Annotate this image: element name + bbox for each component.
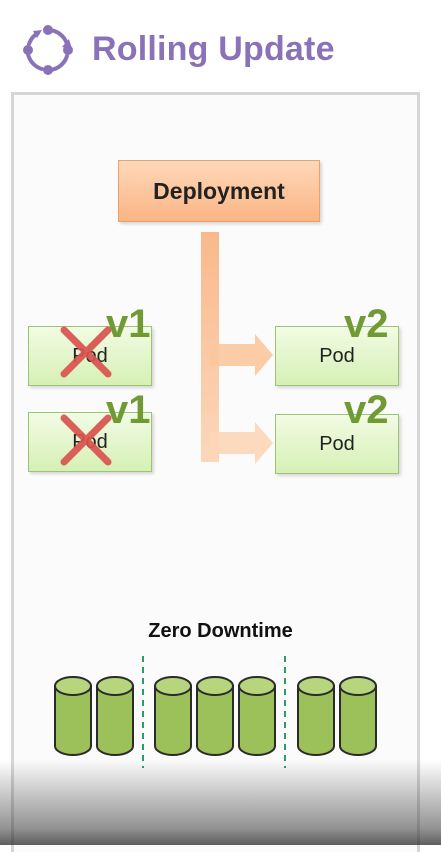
new-pod-1: Pod xyxy=(275,326,399,386)
header: Rolling Update xyxy=(0,0,441,92)
flow-arrow-to-pod-1 xyxy=(210,334,273,376)
cross-mark-icon xyxy=(60,326,112,378)
deployment-box: Deployment xyxy=(118,160,320,222)
server-cylinder xyxy=(54,676,92,756)
page-title: Rolling Update xyxy=(92,30,335,68)
version-label-v1: v1 xyxy=(106,302,151,346)
cross-mark-icon xyxy=(60,414,112,466)
version-label-v2: v2 xyxy=(344,302,389,346)
version-label-v2: v2 xyxy=(344,388,389,432)
server-cylinder xyxy=(154,676,192,756)
flow-arrow-to-pod-2 xyxy=(210,422,273,464)
server-cylinders xyxy=(54,656,377,768)
server-cylinder xyxy=(297,676,335,756)
server-cylinder xyxy=(96,676,134,756)
zero-downtime-caption: Zero Downtime xyxy=(148,620,293,642)
new-pod-2: Pod xyxy=(275,414,399,474)
server-cylinder xyxy=(339,676,377,756)
rotate-cycle-icon xyxy=(23,25,73,75)
server-cylinder xyxy=(238,676,276,756)
bottom-shade xyxy=(0,760,441,845)
server-cylinder xyxy=(196,676,234,756)
version-label-v1: v1 xyxy=(106,388,151,432)
